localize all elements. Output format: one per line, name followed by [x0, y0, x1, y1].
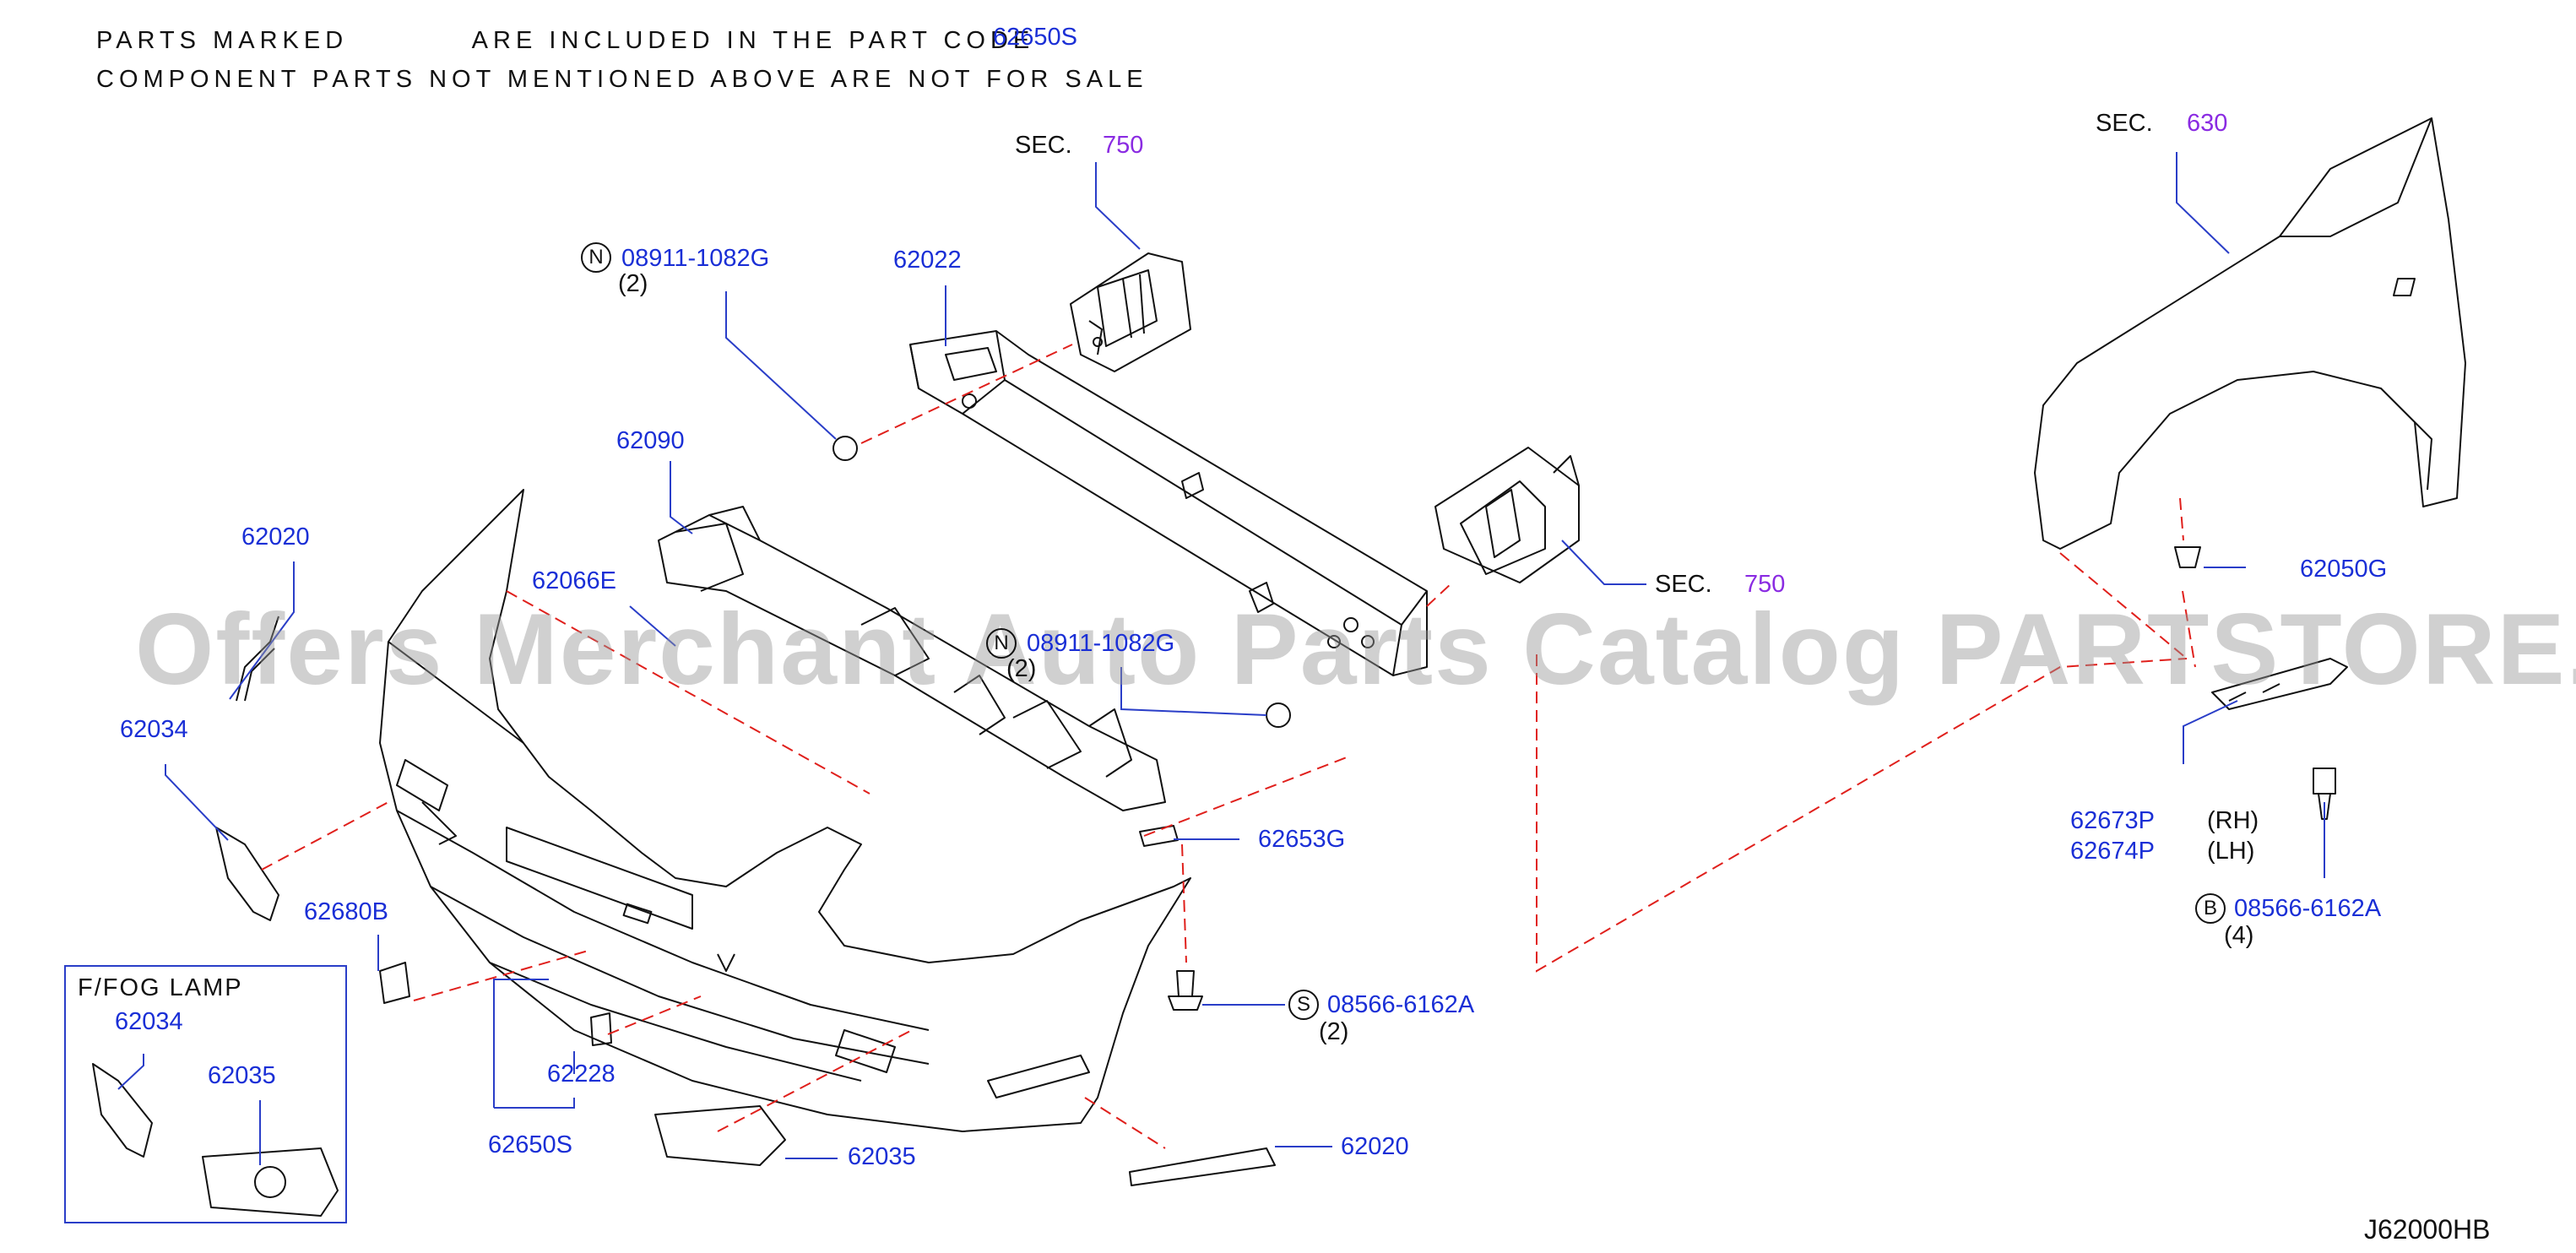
sec-label-750-right: SEC.: [1655, 571, 1712, 598]
part-62034[interactable]: 62034: [120, 716, 188, 743]
fog-box-bezel-62034: [92, 1063, 153, 1158]
circle-n-lower: N: [986, 628, 1017, 659]
qty-b: (4): [2224, 922, 2254, 949]
sec-label-750-top: SEC.: [1015, 132, 1072, 159]
sec-750-top-link[interactable]: 750: [1103, 132, 1144, 159]
fog-lamp-box: [64, 965, 347, 1223]
fog-box-bezel-62035: [202, 1147, 339, 1217]
clip-62680B: [379, 962, 410, 1004]
part-08566-6162A-b[interactable]: 08566-6162A: [2234, 895, 2382, 922]
header-included-text: ARE INCLUDED IN THE PART CODE: [471, 27, 1035, 54]
part-62022[interactable]: 62022: [893, 247, 962, 274]
part-62050G[interactable]: 62050G: [2300, 556, 2388, 583]
header-part-code[interactable]: 62650S: [993, 24, 1077, 51]
part-62228[interactable]: 62228: [547, 1060, 616, 1088]
part-62020-bottom[interactable]: 62020: [1341, 1133, 1409, 1160]
circle-n-upper: N: [581, 242, 611, 273]
sec-630-link[interactable]: 630: [2187, 110, 2228, 137]
qty-n-upper: (2): [618, 270, 648, 297]
label-lh: (LH): [2207, 838, 2255, 865]
part-62673P[interactable]: 62673P: [2070, 807, 2155, 834]
header-note-line1: PARTS MARKED ARE INCLUDED IN THE PART CO…: [96, 27, 1034, 55]
bumper-fascia: [379, 489, 1191, 1132]
bracket-upper-750: [1070, 252, 1191, 372]
fog-box-part-62035[interactable]: 62035: [208, 1062, 276, 1089]
part-62653G[interactable]: 62653G: [1258, 826, 1346, 853]
cover-62228: [590, 1012, 612, 1046]
clip-62050G: [2174, 546, 2201, 568]
part-08911-1082G-lower[interactable]: 08911-1082G: [1027, 630, 1175, 657]
part-62035[interactable]: 62035: [848, 1143, 916, 1170]
sec-750-right-link[interactable]: 750: [1744, 571, 1786, 598]
part-62650S[interactable]: 62650S: [488, 1131, 572, 1158]
part-62066E[interactable]: 62066E: [532, 567, 616, 594]
part-08566-6162A-s[interactable]: 08566-6162A: [1327, 991, 1475, 1018]
reinforcement-62022: [909, 330, 1428, 676]
fog-box-part-62034[interactable]: 62034: [115, 1008, 183, 1035]
absorber-62090: [658, 506, 1166, 811]
bolt-s: [1176, 970, 1195, 997]
fog-lamp-box-title: F/FOG LAMP: [78, 974, 243, 1001]
fender-630: [2034, 117, 2466, 550]
part-62020-top[interactable]: 62020: [241, 523, 310, 551]
part-62680B[interactable]: 62680B: [304, 898, 388, 925]
part-62090[interactable]: 62090: [616, 427, 685, 454]
part-62674P[interactable]: 62674P: [2070, 838, 2155, 865]
header-parts-marked: PARTS MARKED: [96, 27, 349, 54]
part-08911-1082G-upper[interactable]: 08911-1082G: [621, 245, 770, 272]
bezel-62034: [215, 827, 279, 921]
bezel-62035: [654, 1105, 786, 1166]
bolt-b: [2313, 768, 2336, 795]
qty-n-lower: (2): [1006, 655, 1037, 682]
bracket-lower-750: [1434, 447, 1580, 583]
circle-s: S: [1288, 990, 1319, 1020]
nut-n-upper: [832, 436, 858, 461]
sec-label-630: SEC.: [2096, 110, 2153, 137]
label-rh: (RH): [2207, 807, 2259, 834]
circle-b: B: [2195, 893, 2226, 924]
strip-62020-bottom: [1129, 1147, 1276, 1186]
diagram-id: J62000HB: [2364, 1214, 2491, 1245]
header-note-line2: COMPONENT PARTS NOT MENTIONED ABOVE ARE …: [96, 66, 1148, 93]
qty-s: (2): [1319, 1018, 1349, 1045]
watermark: Offers Merchant Auto Parts Catalog PARTS…: [135, 593, 2576, 706]
